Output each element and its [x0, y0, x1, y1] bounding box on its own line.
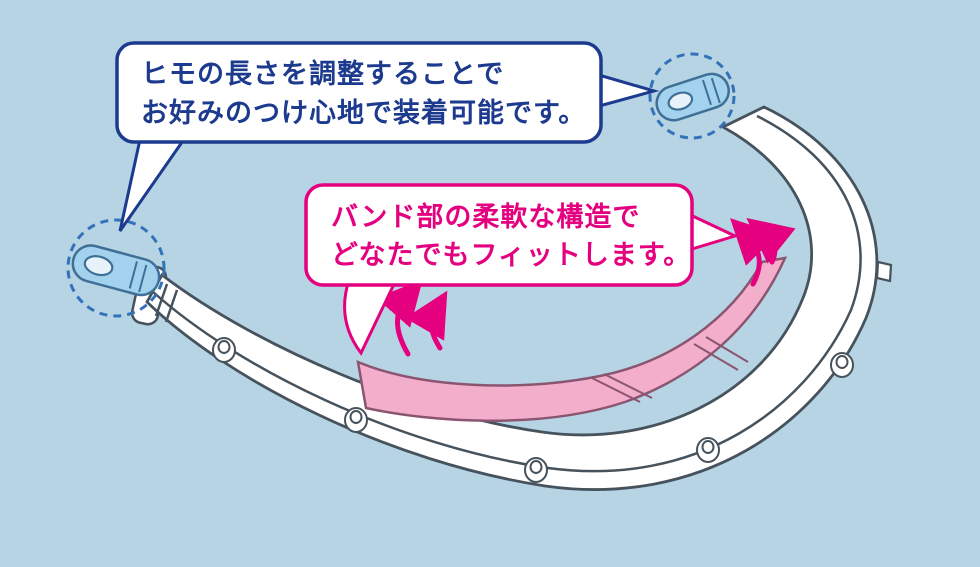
rivets — [212, 337, 854, 483]
callout-strap-line1: ヒモの長さを調整することで — [141, 58, 504, 89]
rivet — [830, 352, 854, 378]
callout-strap: ヒモの長さを調整することで お好みのつけ心地で装着可能です。 — [115, 41, 660, 232]
rivet — [524, 457, 548, 483]
callout-band-bubble — [304, 183, 694, 287]
strap-hole-right — [667, 91, 694, 111]
band-slot-lines — [154, 283, 179, 323]
strap-tip-left-body — [71, 244, 161, 297]
callout-band-line2: どなたでもフィットします。 — [331, 240, 691, 270]
flex-arrow — [405, 290, 448, 351]
callout-strap-bubble — [115, 41, 603, 144]
flex-band-struts — [591, 336, 749, 403]
dashed-circle-right — [648, 52, 736, 140]
flex-arrow — [376, 279, 423, 357]
rivet — [696, 437, 720, 463]
strap-tip-left — [71, 244, 161, 297]
strap-tip-right — [655, 72, 730, 122]
dashed-circle-left — [66, 218, 166, 318]
side-nub — [875, 260, 893, 283]
headband-frame — [130, 105, 893, 491]
strap-slot-right — [701, 77, 721, 106]
callout-band: バンド部の柔軟な構造で どなたでもフィットします。 — [304, 183, 740, 356]
callout-band-tail-left — [343, 278, 399, 356]
flex-arrows — [376, 217, 796, 357]
strap-slot-left — [128, 261, 148, 293]
rivet — [212, 337, 236, 363]
flex-arrow — [746, 217, 796, 265]
band-body — [145, 105, 879, 491]
rivet — [344, 407, 368, 433]
strap-hole-left — [83, 255, 114, 277]
callout-strap-line2: お好みのつけ心地で装着可能です。 — [141, 97, 586, 128]
callout-band-line1: バンド部の柔軟な構造で — [331, 201, 640, 232]
callout-strap-tail-left — [118, 133, 190, 232]
